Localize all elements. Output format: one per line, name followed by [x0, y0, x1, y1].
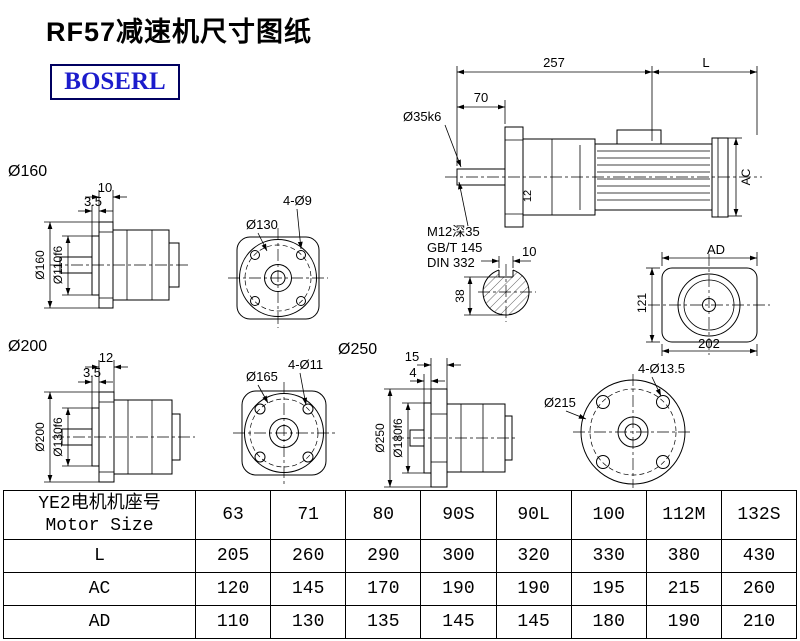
table-cell: 380 — [645, 539, 722, 573]
dim-3p5-text: 3.5 — [84, 194, 102, 209]
keyway-depth-text: 38 — [453, 289, 467, 303]
page-title: RF57减速机尺寸图纸 — [46, 17, 313, 47]
table-row-AD: AD 110 130 135 145 145 180 190 210 — [3, 605, 798, 639]
table-cell: 330 — [570, 539, 647, 573]
table-cell: 145 — [495, 605, 572, 639]
tap-note-line2: GB/T 145 — [427, 240, 482, 255]
keyway-width-text: 10 — [522, 244, 536, 259]
table-cell: 205 — [194, 539, 272, 573]
table-cell: 130 — [270, 605, 347, 639]
motor-size-label-cn: YE2电机机座号 — [38, 493, 161, 514]
size-column-header: 71 — [270, 490, 347, 540]
row-label: AC — [3, 572, 196, 606]
boserl-logo: BOSERL — [50, 64, 180, 100]
assembly-side-view: 257 L 70 Ø35k6 AC 12 M12深35 GB/T 145 DIN… — [403, 55, 762, 270]
flange-165-front-view: Ø250 Ø165 4-Ø11 — [233, 341, 377, 484]
dim-257-text: 257 — [543, 55, 565, 70]
flange-200-side-view: Ø200 12 3.5 Ø200 — [8, 338, 195, 483]
row-label: L — [3, 539, 196, 573]
table-cell: 135 — [345, 605, 422, 639]
row-label: AD — [3, 605, 196, 639]
size-column-header: 112M — [645, 490, 722, 540]
flange-od-text: Ø200 — [33, 422, 47, 452]
table-cell: 170 — [345, 572, 422, 606]
dia-215-text: Ø215 — [544, 395, 576, 410]
dim-12-text: 12 — [522, 190, 534, 202]
motor-rear-view: AD 121 202 — [635, 242, 770, 356]
dimension-table: YE2电机机座号 Motor Size 63 71 80 90S 90L 100… — [3, 490, 798, 639]
table-cell: 145 — [270, 572, 347, 606]
spigot-dia-text: Ø180f6 — [391, 418, 405, 458]
table-cell: 300 — [420, 539, 497, 573]
table-cell: 190 — [495, 572, 572, 606]
spigot-dia-text: Ø110f6 — [51, 245, 65, 284]
shaft-keyway-section: 10 38 — [453, 244, 536, 322]
holes-4x13p5-text: 4-Ø13.5 — [638, 361, 685, 376]
table-row-L: L 205 260 290 300 320 330 380 430 — [3, 539, 798, 573]
section-label-160: Ø160 — [8, 163, 47, 180]
tap-note-line1: M12深35 — [427, 224, 480, 239]
table-cell: 260 — [720, 572, 798, 606]
table-cell: 190 — [645, 605, 722, 639]
table-header-row: YE2电机机座号 Motor Size 63 71 80 90S 90L 100… — [3, 490, 798, 540]
motor-size-header: YE2电机机座号 Motor Size — [3, 490, 196, 540]
flange-160-side-view: Ø160 10 3.5 Ø160 — [8, 163, 188, 309]
table-cell: 260 — [270, 539, 347, 573]
dia-130-text: Ø130 — [246, 217, 278, 232]
size-column-header: 80 — [345, 490, 422, 540]
tap-note-line3: DIN 332 — [427, 255, 475, 270]
table-cell: 180 — [570, 605, 647, 639]
size-column-header: 90S — [420, 490, 497, 540]
table-cell: 290 — [345, 539, 422, 573]
dim-12-text: 12 — [99, 350, 113, 365]
dim-202-text: 202 — [698, 336, 720, 351]
dim-10-text: 10 — [98, 180, 112, 195]
technical-drawings: 257 L 70 Ø35k6 AC 12 M12深35 GB/T 145 DIN… — [8, 55, 770, 488]
dim-121-text: 121 — [635, 293, 649, 313]
holes-4x11-text: 4-Ø11 — [288, 357, 323, 372]
section-label-200: Ø200 — [8, 338, 47, 355]
table-cell: 320 — [495, 539, 572, 573]
table-cell: 210 — [720, 605, 798, 639]
table-cell: 145 — [420, 605, 497, 639]
size-column-header: 90L — [495, 490, 572, 540]
size-column-header: 100 — [570, 490, 647, 540]
boserl-logo-text: BOSERL — [64, 68, 166, 95]
dim-3p5-text: 3.5 — [83, 365, 101, 380]
shaft-diameter-label: Ø35k6 — [403, 109, 441, 124]
table-cell: 110 — [194, 605, 272, 639]
table-cell: 195 — [570, 572, 647, 606]
motor-size-label-en: Motor Size — [45, 516, 154, 536]
table-cell: 190 — [420, 572, 497, 606]
flange-250-side-view: 15 4 Ø250 Ø180f6 — [373, 349, 516, 488]
dim-AD-text: AD — [707, 242, 725, 257]
dim-15-text: 15 — [405, 349, 419, 364]
dia-165-text: Ø165 — [246, 369, 278, 384]
section-label-250: Ø250 — [338, 341, 377, 358]
flange-130-front-view: Ø130 4-Ø9 — [228, 193, 328, 328]
dim-AC-text: AC — [739, 168, 753, 185]
dim-4-text: 4 — [409, 365, 416, 380]
table-cell: 120 — [194, 572, 272, 606]
size-column-header: 63 — [194, 490, 272, 540]
table-cell: 215 — [645, 572, 722, 606]
flange-od-text: Ø160 — [33, 250, 47, 280]
dim-70-text: 70 — [474, 90, 488, 105]
holes-4x9-text: 4-Ø9 — [283, 193, 312, 208]
dim-L-text: L — [702, 55, 709, 70]
table-row-AC: AC 120 145 170 190 190 195 215 260 — [3, 572, 798, 606]
flange-215-front-view: 4-Ø13.5 Ø215 — [544, 361, 693, 488]
spigot-dia-text: Ø130f6 — [51, 417, 65, 457]
size-column-header: 132S — [720, 490, 798, 540]
table-cell: 430 — [720, 539, 798, 573]
flange-od-text: Ø250 — [373, 423, 387, 453]
